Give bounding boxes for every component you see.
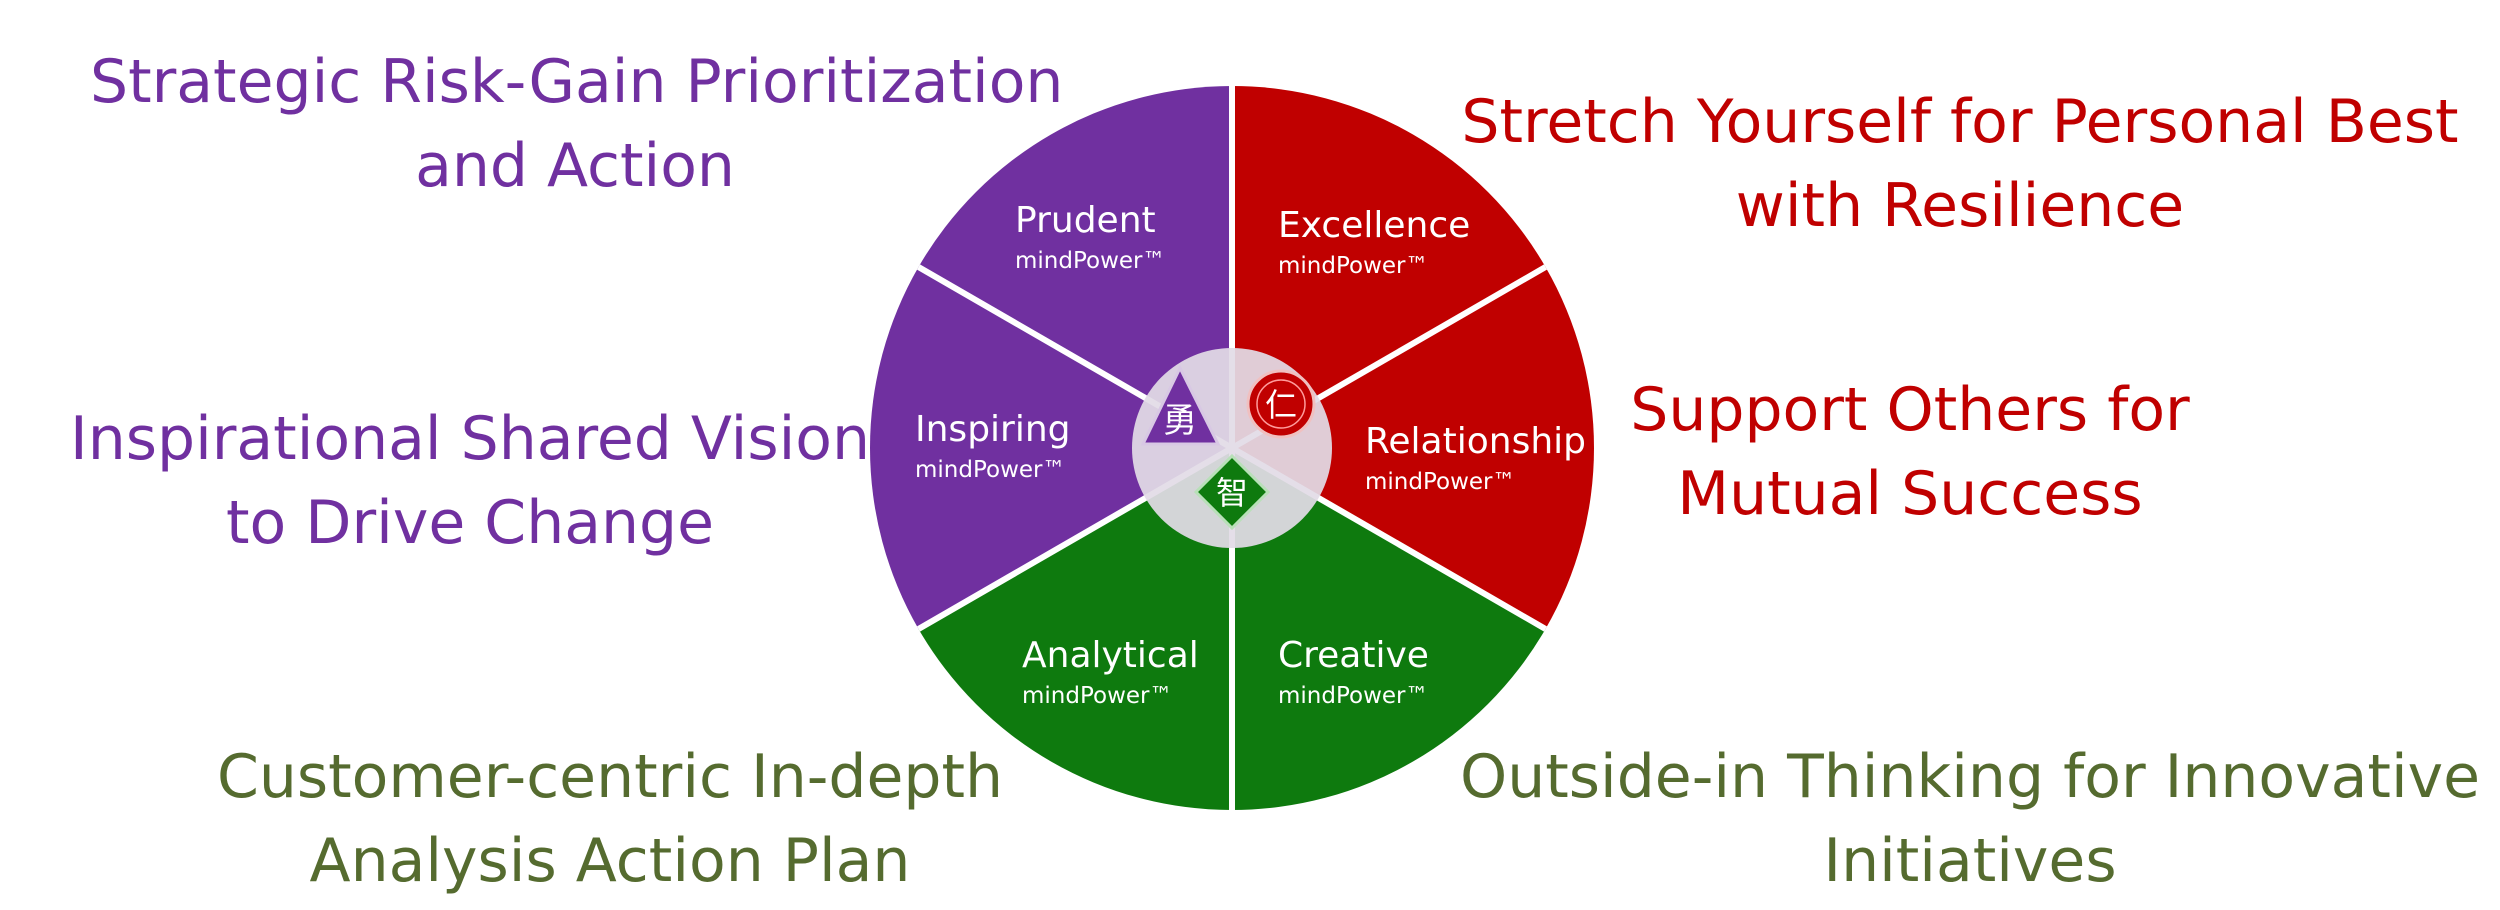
wedge-creative xyxy=(1232,448,1546,810)
segment-subtitle-inspiring: mindPower™ xyxy=(915,457,1066,483)
wedge-analytical xyxy=(918,448,1232,810)
benevolence-glyph: 仁 xyxy=(1265,386,1297,424)
caption-inspiring: Inspirational Shared Vision to Drive Cha… xyxy=(70,404,870,558)
triangle-courage-icon: 勇 xyxy=(1140,364,1221,446)
caption-prudent: Strategic Risk-Gain Prioritization and A… xyxy=(90,47,1064,201)
segment-creative: Creative mindPower™ xyxy=(1278,635,1429,709)
caption-creative: Outside-in Thinking for Innovative Initi… xyxy=(1460,742,2481,896)
segment-prudent: Prudent mindPower™ xyxy=(1015,200,1166,274)
wisdom-glyph: 智 xyxy=(1216,474,1248,512)
segment-analytical: Analytical mindPower™ xyxy=(1022,635,1199,709)
segment-subtitle-prudent: mindPower™ xyxy=(1015,248,1166,274)
caption-excellence: Stretch Yourself for Personal Best with … xyxy=(1461,87,2459,241)
segment-title-prudent: Prudent xyxy=(1015,200,1156,241)
segment-subtitle-excellence: mindPower™ xyxy=(1278,253,1429,279)
wedge-excellence xyxy=(1232,86,1546,448)
segment-excellence: Excellence mindPower™ xyxy=(1278,205,1470,279)
caption-relationship: Support Others for Mutual Success xyxy=(1630,375,2190,529)
segment-title-analytical: Analytical xyxy=(1022,635,1199,676)
segment-subtitle-creative: mindPower™ xyxy=(1278,683,1429,709)
wedge-prudent xyxy=(918,86,1232,448)
wedge-inspiring xyxy=(870,267,1232,629)
segment-title-inspiring: Inspiring xyxy=(915,409,1071,450)
segment-subtitle-analytical: mindPower™ xyxy=(1022,683,1173,709)
caption-analytical: Customer-centric In-depth Analysis Actio… xyxy=(216,742,1004,896)
circle-benevolence-icon: 仁 xyxy=(1246,369,1316,439)
segment-inspiring: Inspiring mindPower™ xyxy=(915,409,1071,483)
diamond-wisdom-icon: 智 xyxy=(1193,453,1271,531)
segment-title-creative: Creative xyxy=(1278,635,1429,676)
courage-glyph: 勇 xyxy=(1163,401,1197,441)
segment-title-relationship: Relationship xyxy=(1365,421,1586,462)
segment-relationship: Relationship mindPower™ xyxy=(1365,421,1586,495)
wheel-segments xyxy=(870,86,1594,810)
segment-subtitle-relationship: mindPower™ xyxy=(1365,469,1516,495)
segment-title-excellence: Excellence xyxy=(1278,205,1470,246)
wedge-relationship xyxy=(1232,267,1594,629)
